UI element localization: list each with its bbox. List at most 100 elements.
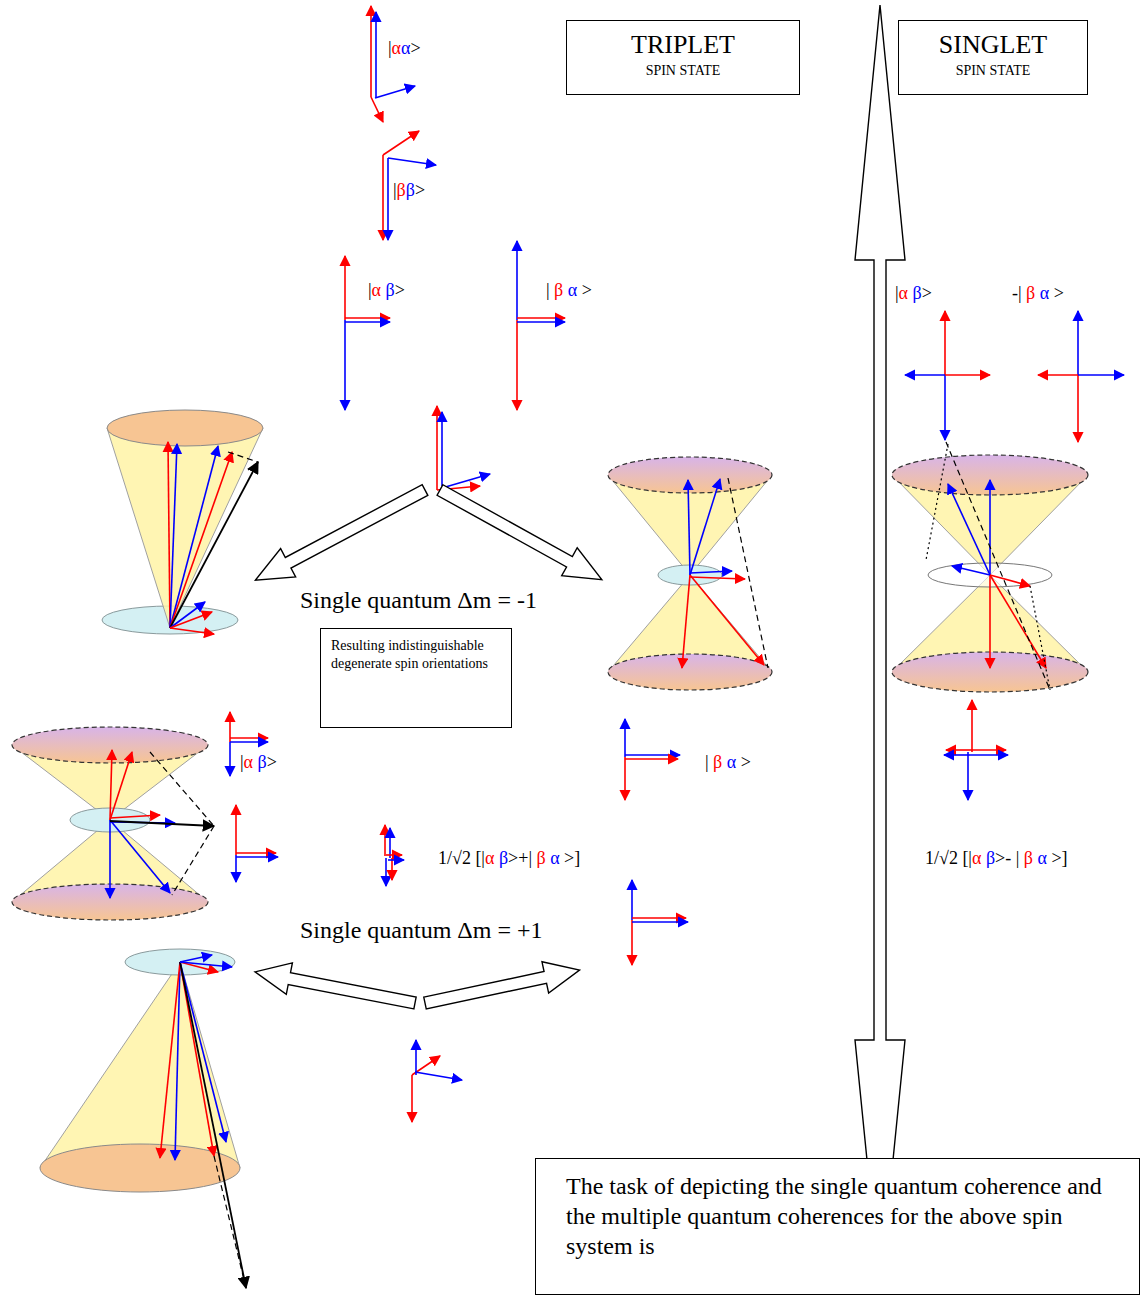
precession-cone-line <box>180 962 246 1288</box>
precession-cone-line <box>168 442 170 628</box>
precession-cone-line <box>228 452 258 462</box>
precession-double-cone-line <box>110 820 170 893</box>
spin-vector-icon <box>517 241 565 410</box>
precession-double-cone-line <box>989 575 991 668</box>
precession-cone <box>102 410 263 634</box>
text-box: The task of depicting the single quantum… <box>535 1158 1140 1295</box>
precession-double-cone-line <box>690 571 732 573</box>
precession-cone-line <box>180 962 226 1142</box>
spin-symbol: β <box>713 752 722 772</box>
precession-double-cone-line <box>110 750 112 820</box>
precession-cone-line <box>214 1156 246 1288</box>
spin-symbol: α <box>392 38 401 58</box>
box-subheading: SPIN STATE <box>573 62 793 80</box>
ket-label: |α β> <box>240 752 277 774</box>
spin-vector-icon-line <box>516 320 518 410</box>
spin-vector-icon-line <box>632 921 688 923</box>
spin-symbol: α <box>485 848 494 868</box>
spin-vector-icon-line <box>1077 311 1079 375</box>
precession-double-cone-line <box>150 752 214 826</box>
spin-vector-icon-line <box>1038 374 1078 376</box>
spin-vector-icon <box>345 256 390 410</box>
spin-vector-icon-line <box>971 700 973 752</box>
precession-double-cone-line <box>990 575 1030 586</box>
spin-vector-icon-line <box>944 375 946 440</box>
ket-label: | β α > <box>705 752 751 774</box>
ket-label: 1/√2 [|α β>+| β α >] <box>438 848 580 870</box>
spin-symbol: α <box>244 752 253 772</box>
ket-label: |ββ> <box>393 180 425 202</box>
spin-vector-icon-line <box>236 852 276 854</box>
spin-vector-icon <box>905 311 990 440</box>
spin-vector-icon-line <box>967 752 969 800</box>
spin-vector-icon <box>383 131 436 240</box>
spin-vector-icon-line <box>946 749 972 751</box>
spin-symbol: α <box>372 280 381 300</box>
spin-vector-icon-line <box>1077 375 1079 442</box>
precession-cone-line <box>170 612 212 628</box>
spin-symbol: β <box>913 283 922 303</box>
precession-cone <box>40 949 246 1288</box>
precession-double-cone-line <box>690 479 720 575</box>
spin-symbol: β <box>554 280 563 300</box>
spin-vector-icon-line <box>345 321 390 323</box>
note-box: Resulting indistinguishable degenerate s… <box>320 628 512 728</box>
precession-double-cone-line <box>172 826 214 895</box>
ket-label: |α β> <box>368 280 405 302</box>
precession-double-cone-line <box>990 575 1046 668</box>
spin-vector-icon-line <box>384 825 386 856</box>
spin-vector-icon-line <box>386 854 402 856</box>
box-heading: SINGLET <box>905 29 1081 62</box>
precession-double-cone-line <box>110 821 214 826</box>
precession-cone-line <box>180 955 212 962</box>
spin-symbol: β <box>397 180 406 200</box>
hollow-arrow <box>248 476 610 594</box>
spin-vector-icon-line <box>415 1072 462 1080</box>
spin-vector-icon-line <box>236 856 278 858</box>
spin-vector-icon-line <box>391 858 393 880</box>
precession-cone-line <box>170 628 214 634</box>
spin-vector-icon-line <box>631 920 633 965</box>
spin-vector-icon-line <box>375 12 377 97</box>
precession-cone-line <box>170 602 205 628</box>
spin-vector-icon-line <box>441 412 443 486</box>
spin-vector-icon <box>437 406 490 490</box>
precession-cone-line <box>170 452 232 628</box>
spin-vector-icon-line <box>371 97 383 122</box>
transition-label: Single quantum Δm = +1 <box>300 916 543 945</box>
spin-vector-icon-line <box>631 880 633 920</box>
spin-vector-icon-line <box>388 859 404 861</box>
spin-vector-icon <box>412 1040 462 1122</box>
precession-double-cone-line <box>1030 586 1050 690</box>
spin-vector-icon-line <box>944 311 946 375</box>
spin-vector-icon-line <box>383 131 419 155</box>
precession-cone-ellipse <box>107 410 263 446</box>
spin-vector-icon-line <box>344 256 346 320</box>
precession-cone-polygon <box>40 962 240 1168</box>
spin-vector-icon-line <box>385 858 387 886</box>
spin-vector-icon-line <box>388 158 436 165</box>
spin-symbol: β <box>386 280 395 300</box>
spin-symbol: α <box>1040 283 1049 303</box>
spin-vector-icon <box>236 805 278 882</box>
spin-vector-icon-line <box>624 757 626 800</box>
spin-symbol: β <box>499 848 508 868</box>
spin-vector-icon-line <box>411 1075 413 1122</box>
spin-vector-icon-line <box>387 158 389 240</box>
precession-double-cone-line <box>688 480 690 575</box>
spin-vector-icon-line <box>345 317 390 319</box>
precession-double-cone-line <box>952 566 990 575</box>
precession-double-cone-line <box>989 480 991 575</box>
precession-double-cone-ellipse <box>608 457 772 493</box>
spin-symbol: β <box>1026 283 1035 303</box>
ket-label: 1/√2 [|α β>- | β α >] <box>925 848 1068 870</box>
title-box: SINGLETSPIN STATE <box>898 20 1088 95</box>
spin-vector-icon-line <box>625 758 678 760</box>
spin-symbol: β <box>1024 848 1033 868</box>
spin-vector-icon-line <box>624 719 626 757</box>
ket-label: | β α > <box>546 280 592 302</box>
precession-double-cone-line <box>728 478 768 668</box>
precession-cone-line <box>248 462 258 470</box>
precession-double-cone-ellipse <box>608 654 772 690</box>
spin-vector-icon-line <box>945 374 990 376</box>
